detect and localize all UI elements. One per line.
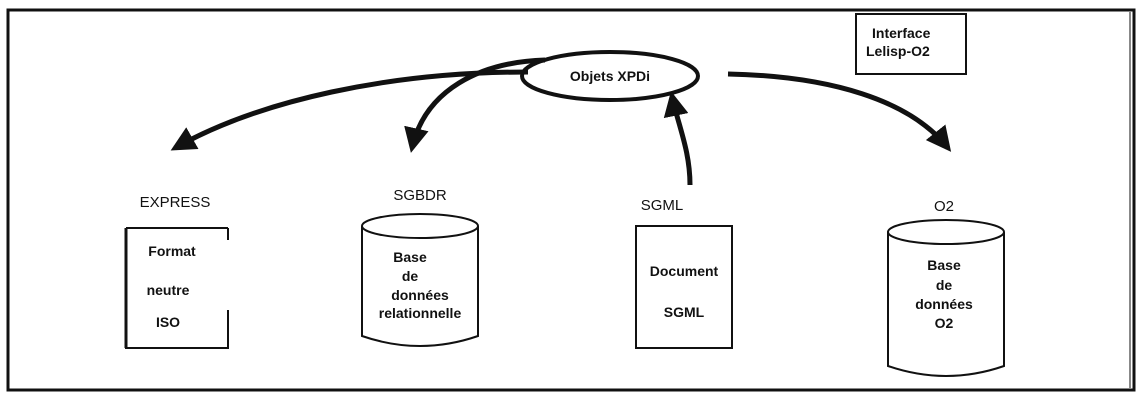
sgml-label: SGML — [641, 197, 684, 214]
sgbdr-line: de — [402, 268, 419, 284]
o2-database-cylinder: Base de données O2 — [887, 219, 1005, 377]
sgbdr-line: Base — [393, 249, 427, 265]
express-line: ISO — [156, 314, 180, 330]
sgbdr-line: relationnelle — [379, 305, 462, 321]
arrow-to-express — [170, 69, 529, 151]
interface-box: Interface Lelisp-O2 — [855, 13, 967, 75]
sgml-line: Document — [650, 263, 719, 279]
sgbdr-line: données — [391, 287, 449, 303]
sgbdr-database-cylinder: Base de données relationnelle — [361, 213, 479, 347]
o2-line: données — [915, 296, 973, 312]
center-node-objets-xpdi: Objets XPDi — [520, 50, 700, 102]
express-line: neutre — [147, 282, 190, 298]
sgbdr-label: SGBDR — [393, 187, 447, 204]
sgml-document-box: Document SGML — [635, 225, 733, 349]
o2-line: Base — [927, 257, 961, 273]
arrow-to-o2 — [727, 71, 952, 152]
o2-label: O2 — [934, 198, 954, 215]
o2-line: de — [936, 277, 953, 293]
sgml-line: SGML — [664, 304, 705, 320]
o2-line: O2 — [935, 315, 954, 331]
interface-line2: Lelisp-O2 — [866, 43, 930, 59]
arrow-to-sgbdr — [404, 57, 546, 153]
express-line: Format — [148, 243, 196, 259]
express-label: EXPRESS — [140, 194, 211, 211]
center-node-label: Objets XPDi — [570, 68, 650, 84]
outer-frame — [6, 8, 1136, 392]
arrow-from-sgml — [663, 91, 693, 186]
express-document-box: Format neutre ISO — [124, 227, 229, 349]
interface-line1: Interface — [872, 25, 931, 41]
